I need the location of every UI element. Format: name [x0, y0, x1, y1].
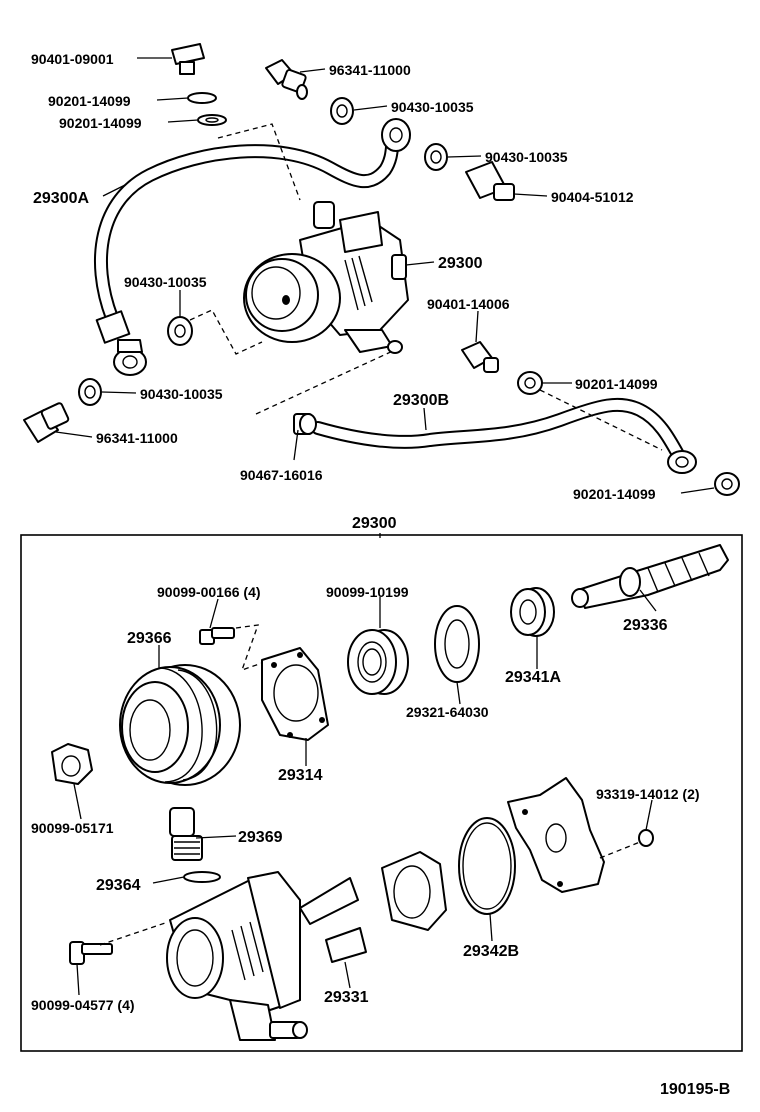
callout-29331: 29331 [324, 989, 369, 1006]
callout-29369: 29369 [238, 829, 283, 846]
washer-29321-64030 [434, 605, 480, 683]
vane-29331-lower [325, 927, 367, 963]
callout-29364: 29364 [96, 877, 141, 894]
oil-seal-29341a [510, 587, 555, 637]
callout-96341-11000-top: 96341-11000 [329, 62, 411, 78]
callout-29366: 29366 [127, 630, 172, 647]
cam-ring [381, 851, 447, 931]
callout-90404-51012: 90404-51012 [551, 189, 634, 205]
pin-93319-14012 [638, 829, 654, 847]
gasket-90430-10035-d [78, 378, 102, 406]
callout-29321-64030: 29321-64030 [406, 704, 489, 720]
callout-90201-14099-d: 90201-14099 [573, 486, 656, 502]
bracket-plate-29314 [261, 647, 329, 741]
union-bolt-96341-11000-bottom [23, 402, 70, 443]
assembly-title: 29300 [352, 515, 397, 532]
bearing-90099-10199 [347, 629, 409, 695]
o-ring-29364 [183, 871, 221, 883]
gasket-90430-10035-b [424, 143, 448, 171]
union-bolt-96341-11000-top [265, 59, 308, 100]
callout-29342b: 29342B [463, 943, 519, 960]
union-90404-51012 [465, 161, 515, 201]
nut-90099-05171 [51, 743, 93, 785]
union-bolt-90401-09001 [171, 43, 205, 75]
end-plate [507, 777, 605, 893]
callout-93319-14012: 93319-14012 (2) [596, 786, 700, 802]
callout-90099-10199: 90099-10199 [326, 584, 409, 600]
gasket-90430-10035-c [167, 316, 193, 346]
bolt-90099-04577 [69, 941, 113, 965]
callout-90201-14099-a: 90201-14099 [48, 93, 131, 109]
callout-90401-14006: 90401-14006 [427, 296, 510, 312]
callout-90430-10035-c: 90430-10035 [124, 274, 207, 290]
diagram-code: 190195-B [660, 1081, 730, 1098]
callout-90099-05171: 90099-05171 [31, 820, 114, 836]
gasket-90201-14099-d [714, 472, 740, 496]
bolt-90099-00166 [199, 627, 235, 645]
callout-29300a: 29300A [33, 190, 89, 207]
vane-29331-upper [299, 877, 359, 925]
return-hose-29300b [311, 397, 697, 474]
callout-90430-10035-d: 90430-10035 [140, 386, 223, 402]
pressure-hose-29300a [94, 118, 411, 376]
callout-90099-00166: 90099-00166 (4) [157, 584, 261, 600]
callout-90401-09001: 90401-09001 [31, 51, 114, 67]
callout-29300b: 29300B [393, 392, 449, 409]
o-ring-29342b [458, 817, 516, 915]
valve-29369 [169, 807, 203, 861]
callout-90467-16016: 90467-16016 [240, 467, 323, 483]
power-steering-pump-upper [243, 201, 409, 354]
callout-90430-10035-a: 90430-10035 [391, 99, 474, 115]
pulley-29366 [119, 664, 241, 786]
union-bolt-90401-14006 [461, 341, 499, 373]
gasket-90201-14099-a [187, 92, 217, 104]
callout-90201-14099-c: 90201-14099 [575, 376, 658, 392]
callout-29341a: 29341A [505, 669, 561, 686]
pump-housing [166, 871, 308, 1041]
callout-29314: 29314 [278, 767, 323, 784]
callout-90201-14099-b: 90201-14099 [59, 115, 142, 131]
shaft-29336 [571, 544, 729, 609]
callout-96341-11000-bottom: 96341-11000 [96, 430, 178, 446]
callout-90430-10035-b: 90430-10035 [485, 149, 568, 165]
gasket-90430-10035-a [330, 97, 354, 125]
callout-29300-upper: 29300 [438, 255, 483, 272]
assembly-frame [20, 534, 743, 1052]
callout-90099-04577: 90099-04577 (4) [31, 997, 135, 1013]
hose-clamp [293, 413, 317, 435]
gasket-90201-14099-b [197, 114, 227, 126]
gasket-90201-14099-c [517, 371, 543, 395]
callout-29336: 29336 [623, 617, 668, 634]
